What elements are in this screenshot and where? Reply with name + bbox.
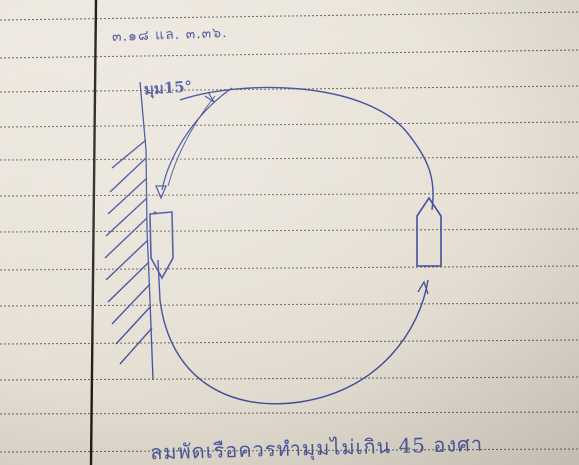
date-note: ๓.๑๘ แล. ๓.๓๖. — [111, 24, 228, 46]
angle-label: มุม15° — [143, 77, 193, 99]
ruled-lines — [0, 11, 579, 453]
approach-arc-secondary — [167, 95, 216, 187]
arrow-down-icon — [155, 185, 167, 200]
quay-marker-dot — [153, 211, 157, 215]
turning-circle-path — [157, 86, 434, 405]
margin-line — [89, 0, 98, 465]
approach-arc — [161, 87, 233, 191]
docked-ship-shape — [149, 211, 174, 280]
quay-wall-line — [139, 81, 154, 381]
quay-hatching — [104, 139, 153, 365]
angle-tick-mark — [204, 91, 215, 103]
underway-ship-shape — [416, 196, 442, 267]
arrow-up-icon — [417, 280, 429, 295]
